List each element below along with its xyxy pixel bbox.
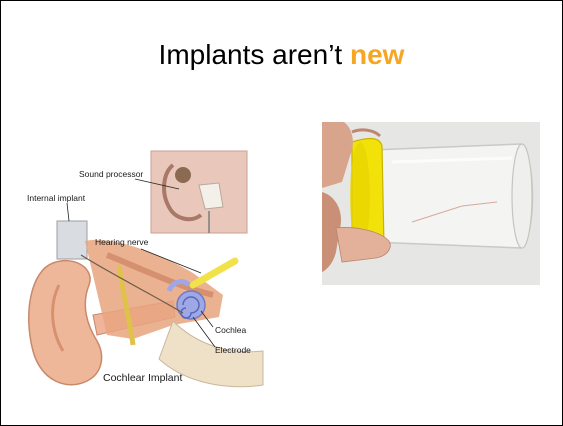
label-internal-implant: Internal implant	[27, 193, 86, 203]
outer-ear	[29, 261, 102, 385]
cup-photo	[322, 122, 540, 285]
label-hearing-nerve: Hearing nerve	[95, 237, 149, 247]
internal-implant-device	[57, 221, 87, 259]
diagram-caption: Cochlear Implant	[103, 372, 182, 384]
label-electrode: Electrode	[215, 345, 251, 355]
title-prefix: Implants aren’t	[159, 39, 350, 70]
title-highlight: new	[350, 39, 404, 70]
slide-title: Implants aren’t new	[1, 39, 562, 71]
hearing-nerve	[193, 261, 235, 285]
label-sound-processor: Sound processor	[79, 169, 143, 179]
label-cochlea: Cochlea	[215, 325, 246, 335]
cochlear-implant-diagram: Sound processor Internal implant Hearing…	[23, 145, 273, 397]
